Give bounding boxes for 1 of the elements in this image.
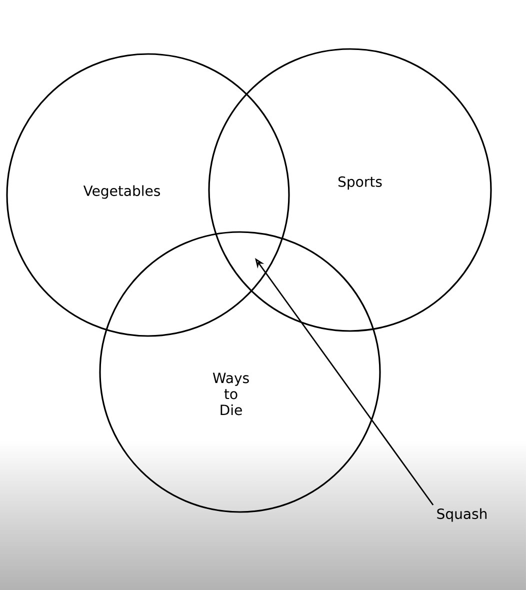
label-text: Squash xyxy=(437,508,487,522)
